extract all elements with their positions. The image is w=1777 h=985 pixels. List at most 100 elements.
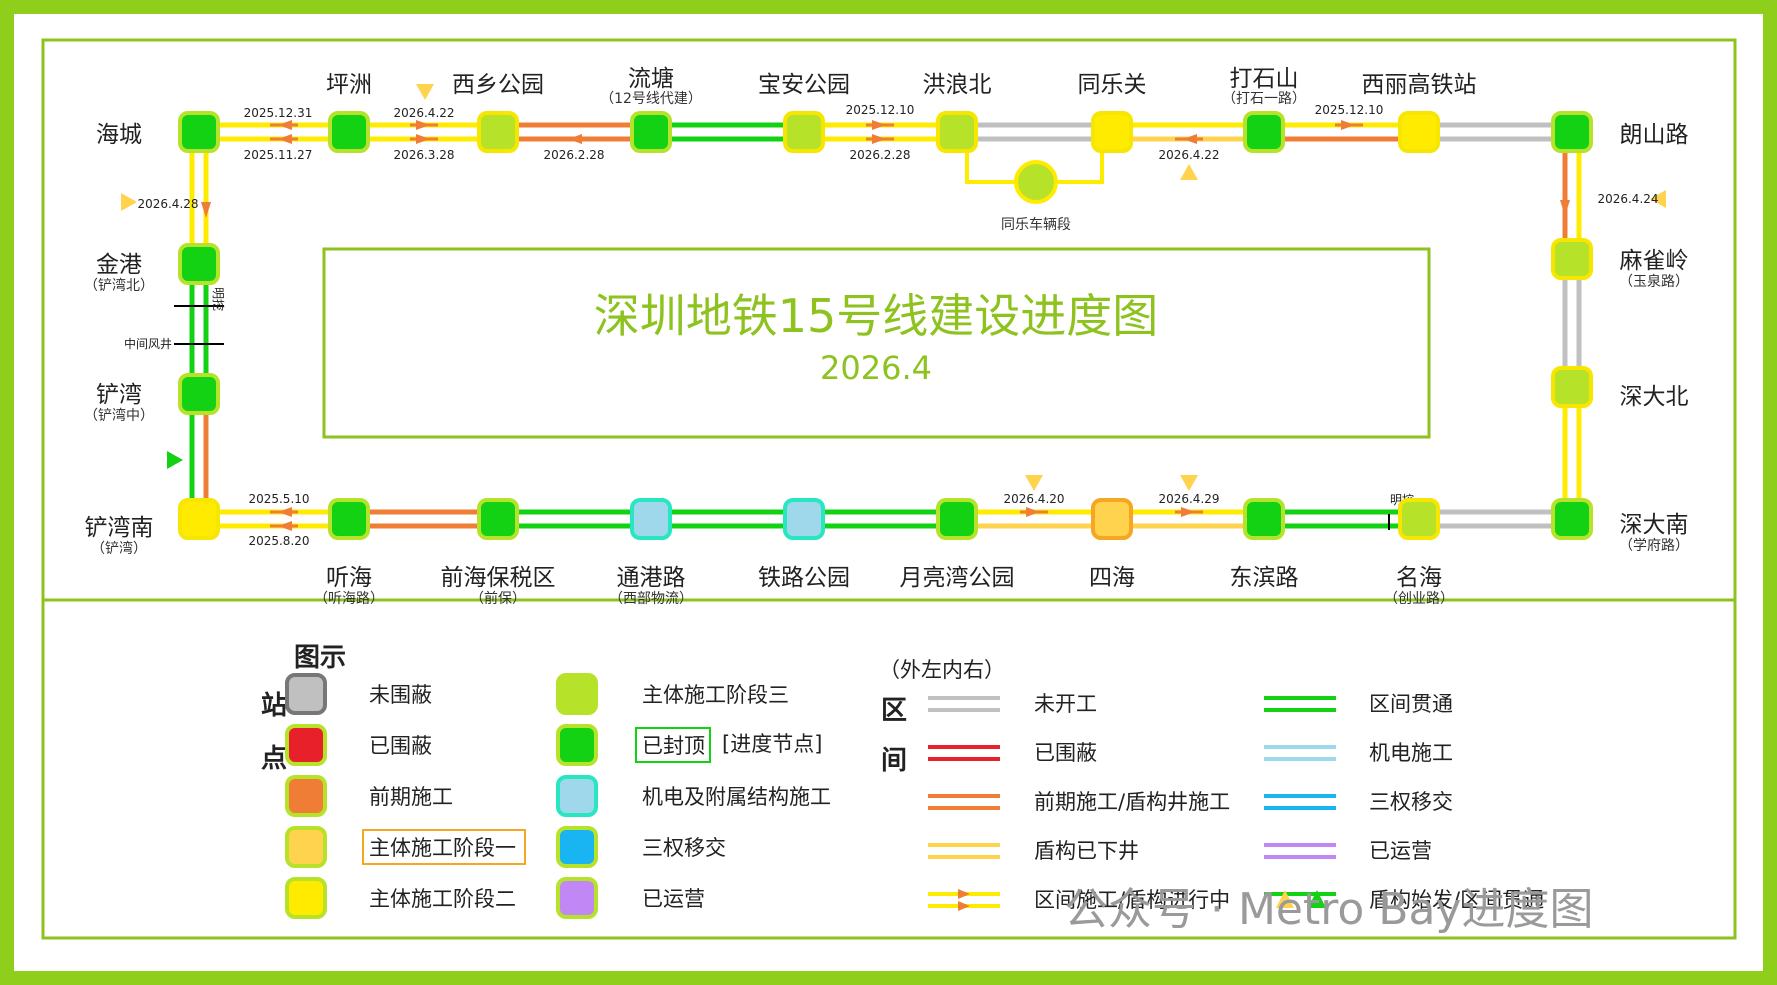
date-haicheng_jingang: 2026.4.28 (137, 197, 198, 211)
station-name-shendabei: 深大北 (1620, 384, 1689, 410)
station-name-chanwan: 铲湾 (96, 382, 142, 408)
arrow-ba-hl-top-head (872, 120, 886, 130)
arrow-hc-pz-bottom-head (278, 134, 292, 144)
depot-name: 同乐车辆段 (1001, 216, 1071, 233)
date-dashishan_xili: 2025.12.10 (1315, 103, 1384, 117)
station-sub-shendanan: （学府路） (1619, 538, 1689, 554)
station-minghai (1398, 498, 1440, 540)
legend-section-tri-a-9 (1276, 890, 1294, 908)
title-box (322, 247, 1431, 439)
line-progress-diagram: 深圳地铁15号线建设进度图 2026.4 2025.12.31 2025.11.2… (41, 38, 1737, 940)
station-name-dongbin: 东滨路 (1230, 565, 1299, 591)
station-name-liutang: 流塘 (628, 66, 674, 92)
legend-section-label-2: 间 (881, 746, 907, 776)
station-name-langshan: 朗山路 (1620, 122, 1689, 148)
station-xixiang (477, 111, 519, 153)
legend-station-note-6: [进度节点] (722, 732, 822, 756)
date-chanwannan_tinghai_top: 2025.5.10 (248, 492, 309, 506)
station-name-haicheng: 海城 (96, 122, 142, 148)
station-name-honglangbei: 洪浪北 (923, 72, 992, 98)
station-name-baoan: 宝安公园 (758, 72, 850, 98)
station-baoan (783, 111, 825, 153)
tbm-launch-langshan (1650, 190, 1666, 208)
station-yueliangwan (936, 498, 978, 540)
date-pingzhou_xixiang_top: 2026.4.22 (393, 106, 454, 120)
station-name-shendanan: 深大南 (1620, 512, 1689, 538)
legend-station-swatch-6 (556, 724, 598, 766)
arrow-ba-hl-bottom-head (872, 134, 886, 144)
station-sub-jingang: （铲湾北） (84, 277, 154, 294)
shaft-label: 中间风井 (124, 336, 172, 351)
station-chanwannan (178, 498, 220, 540)
watermark: 公众号 · Metro Bay进度图 (1064, 884, 1593, 935)
legend-station-box-6 (635, 727, 711, 763)
legend-section-arrow-a-4 (958, 889, 970, 899)
legend-station-label-1: 站 (261, 691, 287, 721)
station-shendabei (1551, 366, 1593, 408)
date-haicheng_pingzhou_top: 2025.12.31 (244, 106, 313, 120)
diagram-period: 2026.4 (820, 349, 932, 387)
date-sihai_dongbin: 2026.4.29 (1158, 492, 1219, 506)
stations: 海城坪洲西乡公园流塘（12号线代建）宝安公园洪浪北同乐关打石山（打石一路）西丽高… (84, 66, 1689, 607)
tbm-launch-tongle (1180, 164, 1198, 180)
station-sihai (1091, 498, 1133, 540)
date-pingzhou_xixiang_bottom: 2026.3.28 (393, 148, 454, 162)
station-name-sihai: 四海 (1089, 565, 1135, 591)
station-liutang (630, 111, 672, 153)
legend-station-label-4: 主体施工阶段二 (369, 887, 516, 911)
legend-station-label-3: 主体施工阶段一 (369, 836, 516, 860)
station-sub-minghai: （创业路） (1384, 591, 1454, 607)
station-name-minghai: 名海 (1396, 565, 1442, 591)
legend: 图示站点区间（外左内右）未围蔽已围蔽前期施工主体施工阶段一主体施工阶段二主体施工… (261, 643, 1544, 919)
legend-section-label-0: 未开工 (1034, 692, 1097, 716)
station-qianhai (477, 498, 519, 540)
station-name-xixiang: 西乡公园 (452, 72, 544, 98)
legend-station-label-1: 已围蔽 (369, 734, 432, 758)
outer-frame (41, 38, 1737, 940)
legend-station-swatch-4 (285, 877, 327, 919)
legend-section-label-1: 区 (881, 696, 907, 726)
station-sub-chanwannan: （铲湾） (91, 540, 147, 557)
station-sub-qianhai: （前保） (470, 590, 526, 607)
station-sub-tinghai: （听海路） (314, 591, 384, 607)
legend-section-arrow-b-4 (958, 901, 970, 911)
legend-station-swatch-1 (285, 724, 327, 766)
diagram-title: 深圳地铁15号线建设进度图 (594, 289, 1159, 343)
arrow-pz-xx-top-head (416, 120, 430, 130)
station-name-tinghai: 听海 (326, 565, 372, 591)
station-honglangbei (936, 111, 978, 153)
station-name-dashishan: 打石山 (1230, 66, 1299, 92)
legend-station-label-0: 未围蔽 (369, 683, 432, 707)
legend-station-label-8: 三权移交 (642, 836, 726, 860)
station-tonggang (630, 498, 672, 540)
arrow-yl-sh-head (1026, 507, 1040, 517)
date-yueliang_sihai: 2026.4.20 (1003, 492, 1064, 506)
station-maqueling (1551, 238, 1593, 280)
station-sub-tonggang: （西部物流） (609, 591, 693, 607)
date-baoan_honglang_bottom: 2026.2.28 (849, 148, 910, 162)
station-name-xili: 西丽高铁站 (1362, 72, 1477, 98)
legend-station-swatch-5 (556, 673, 598, 715)
legend-station-label-6: 已封顶 (642, 734, 705, 758)
legend-station-label-9: 已运营 (642, 887, 705, 911)
diagram-page: 深圳地铁15号线建设进度图 2026.4 2025.12.31 2025.11.2… (14, 14, 1763, 971)
station-name-tonggang: 通港路 (617, 565, 686, 591)
station-pingzhou (328, 111, 370, 153)
station-tinghai (328, 498, 370, 540)
date-haicheng_pingzhou_bottom: 2025.11.27 (244, 148, 313, 162)
station-name-chanwannan: 铲湾南 (85, 515, 154, 541)
arrow-tl-ds-head (1183, 134, 1197, 144)
date-langshan_maque: 2026.4.24 (1597, 192, 1658, 206)
station-xili (1398, 111, 1440, 153)
station-tongleguan (1091, 111, 1133, 153)
arrow-cwn-th-bottom-head (278, 521, 292, 531)
legend-section-tri-b-9 (1308, 890, 1326, 908)
station-name-tongleguan: 同乐关 (1078, 72, 1147, 98)
arrow-xx-lt-head (568, 134, 582, 144)
arrow-sh-db-head (1181, 507, 1195, 517)
arrow-cwn-th-top-head (278, 507, 292, 517)
arrow-ls-mq-head (1560, 200, 1570, 216)
tbm-launch-haicheng (121, 193, 137, 211)
date-baoan_honglang_top: 2025.12.10 (846, 103, 915, 117)
open-cut-label-jingang: 明挖 (211, 287, 226, 311)
